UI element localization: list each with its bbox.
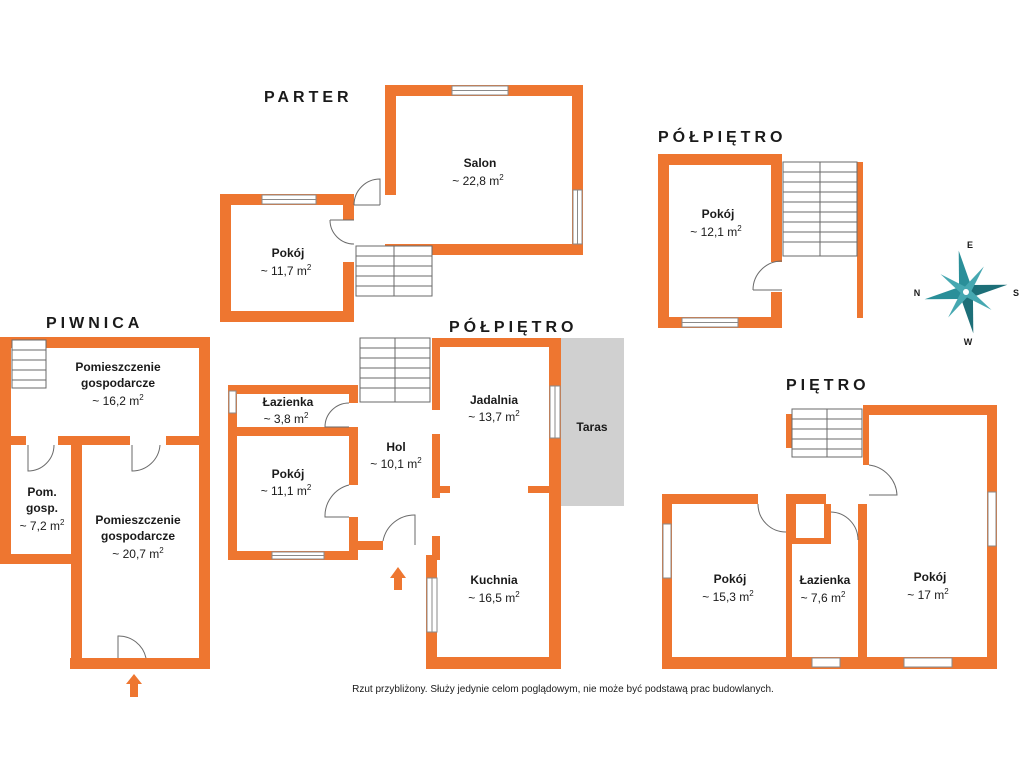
room-area-pokoj-polpietro: ~ 12,1 m2: [690, 224, 742, 239]
window: [228, 390, 237, 414]
entrance-arrow: [126, 674, 142, 697]
room-name-lazienka-mid: Łazienka: [263, 395, 314, 409]
door-swing: [27, 444, 55, 472]
door-swing: [329, 219, 355, 245]
window: [987, 491, 997, 547]
room-name-pokoj-pietro-right: Pokój: [914, 570, 947, 584]
room-area-pokoj-mid: ~ 11,1 m2: [261, 483, 312, 498]
room-labels: Salon ~ 22,8 m2 Pokój ~ 11,7 m2 Pokój ~ …: [20, 156, 950, 605]
room-area-lazienka-mid: ~ 3,8 m2: [264, 411, 309, 426]
room-area-lazienka-pietro: ~ 7,6 m2: [801, 590, 846, 605]
level-title-parter: PARTER: [264, 89, 353, 106]
terrace: [561, 338, 624, 506]
door-swing: [382, 514, 416, 545]
room-area-pom-gosp-1: ~ 16,2 m2: [92, 393, 144, 408]
stairs: [791, 408, 863, 458]
entrance-arrow: [390, 567, 406, 590]
room-name-pom-gosp-2-line2: gospodarcze: [101, 529, 175, 543]
door-swing: [868, 464, 898, 496]
room-name-taras: Taras: [576, 420, 607, 434]
room-name-kuchnia: Kuchnia: [470, 573, 518, 587]
pietro-floor: PIĘTRO: [662, 377, 997, 669]
room-name-pom-gosp-1-line2: gospodarcze: [81, 376, 155, 390]
room-name-pom-gosp-small: Pom.: [27, 485, 56, 499]
room-name-lazienka-pietro: Łazienka: [800, 573, 851, 587]
room-name-pokoj-polpietro: Pokój: [702, 207, 735, 221]
level-title-polpietro-top: PÓŁPIĘTRO: [658, 127, 786, 146]
room-area-kuchnia: ~ 16,5 m2: [468, 590, 520, 605]
door-swing: [324, 484, 350, 518]
compass-rose-icon: [924, 250, 1008, 334]
room-name-pom-gosp-small-line2: gosp.: [26, 501, 58, 515]
room-area-pokoj-pietro-right: ~ 17 m2: [907, 587, 949, 602]
stairs: [782, 161, 858, 257]
room-area-pokoj-parter: ~ 11,7 m2: [261, 263, 312, 278]
stairs: [359, 337, 431, 403]
door-swing: [752, 260, 783, 291]
door-swing: [353, 178, 381, 206]
room-name-pokoj-parter: Pokój: [272, 246, 305, 260]
window: [811, 657, 841, 668]
room-name-jadalnia: Jadalnia: [470, 393, 518, 407]
piwnica-floor: PIWNICA: [0, 315, 210, 697]
room-area-pom-gosp-2: ~ 20,7 m2: [112, 546, 164, 561]
room-name-pom-gosp-1: Pomieszczenie: [75, 360, 161, 374]
door-swing: [757, 503, 787, 533]
room-area-salon: ~ 22,8 m2: [452, 173, 504, 188]
room-name-salon: Salon: [464, 156, 497, 170]
stairs: [11, 339, 47, 389]
compass-label-n: N: [914, 288, 921, 298]
salon-walls: [385, 85, 583, 255]
disclaimer-note: Rzut przybliżony. Służy jedynie celom po…: [352, 684, 774, 695]
door-swing: [324, 402, 350, 428]
level-title-piwnica: PIWNICA: [46, 315, 143, 332]
compass-label-w: W: [964, 337, 973, 347]
room-name-pokoj-mid: Pokój: [272, 467, 305, 481]
room-area-pokoj-pietro-left: ~ 15,3 m2: [702, 589, 754, 604]
compass-label-e: E: [967, 240, 973, 250]
window: [662, 523, 672, 579]
room-name-pokoj-pietro-left: Pokój: [714, 572, 747, 586]
room-area-pom-gosp-small: ~ 7,2 m2: [20, 518, 65, 533]
parter-floor: PARTER: [220, 85, 583, 322]
window: [903, 657, 953, 668]
level-title-pietro: PIĘTRO: [786, 377, 870, 394]
room-name-pom-gosp-2: Pomieszczenie: [95, 513, 181, 527]
room-area-hol: ~ 10,1 m2: [370, 456, 422, 471]
compass-label-s: S: [1013, 288, 1019, 298]
door-swing: [117, 635, 147, 659]
polpietro-mid-floor: PÓŁPIĘTRO: [228, 317, 624, 669]
level-title-polpietro-mid: PÓŁPIĘTRO: [449, 317, 577, 336]
room-name-hol: Hol: [386, 440, 405, 454]
door-swing: [131, 444, 161, 472]
polpietro-top-floor: PÓŁPIĘTRO: [658, 127, 863, 328]
door-swing: [830, 511, 859, 541]
stairs: [355, 245, 433, 297]
room-area-jadalnia: ~ 13,7 m2: [468, 409, 520, 424]
